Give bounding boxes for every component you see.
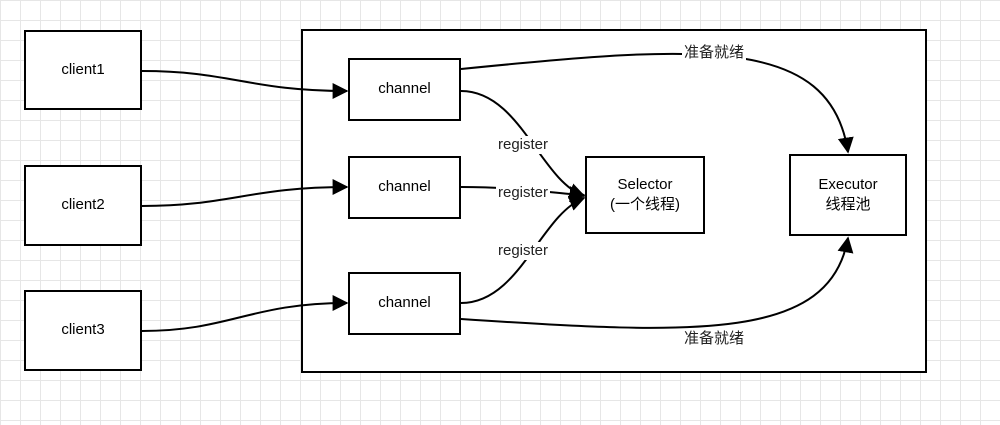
client1-box: client1	[24, 30, 142, 110]
edge-channel3-executor	[460, 236, 854, 329]
client3-box: client3	[24, 290, 142, 371]
selector-box: Selector (一个线程)	[585, 156, 705, 234]
channel2-label: channel	[378, 178, 431, 196]
register-label-top: register	[496, 136, 551, 154]
channel2-box: channel	[348, 156, 461, 219]
channel1-box: channel	[348, 58, 461, 121]
client2-label: client2	[61, 196, 105, 214]
executor-title: Executor	[818, 175, 878, 193]
register-label-bottom: register	[496, 242, 551, 260]
channel3-box: channel	[348, 272, 461, 335]
channel3-label: channel	[378, 294, 431, 312]
channel1-label: channel	[378, 80, 431, 98]
edge-client2-channel2	[141, 179, 349, 207]
client3-label: client3	[61, 321, 105, 339]
ready-label-top: 准备就绪	[682, 44, 747, 62]
client2-box: client2	[24, 165, 142, 246]
edge-client3-channel3	[141, 295, 349, 332]
selector-title: Selector	[617, 175, 673, 193]
executor-box: Executor 线程池	[789, 154, 907, 236]
ready-label-bottom: 准备就绪	[682, 330, 747, 348]
client1-label: client1	[61, 60, 105, 78]
selector-subtitle: (一个线程)	[610, 196, 680, 213]
edge-client1-channel1	[141, 70, 349, 99]
executor-subtitle: 线程池	[825, 196, 871, 213]
register-label-middle: register	[496, 184, 551, 202]
